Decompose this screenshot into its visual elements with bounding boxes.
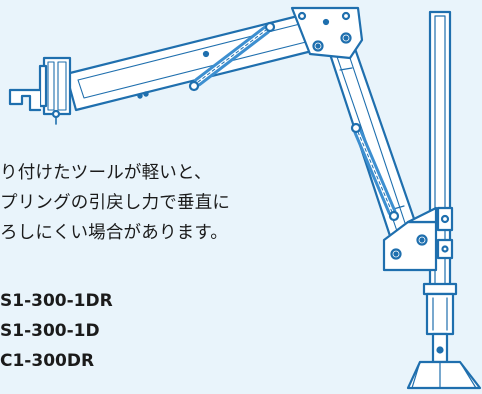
elbow-plate xyxy=(290,6,364,60)
model-list: S1-300-1DR S1-300-1D C1-300DR xyxy=(0,286,113,376)
note-line: プリングの引戻し力で垂直に xyxy=(0,193,231,213)
upper-spring xyxy=(188,21,276,92)
tool-end-gripper xyxy=(8,56,72,125)
upper-arm xyxy=(64,12,318,112)
lower-spring xyxy=(350,122,400,222)
model-number: C1-300DR xyxy=(0,351,95,371)
column-mount xyxy=(382,206,454,272)
note-line: り付けたツールが軽いと、 xyxy=(0,163,212,183)
lower-arm xyxy=(324,38,422,244)
model-number: S1-300-1DR xyxy=(0,291,113,311)
caution-note: り付けたツールが軽いと、 プリングの引戻し力で垂直に ろしにくい場合があります。 xyxy=(0,158,230,248)
note-line: ろしにくい場合があります。 xyxy=(0,223,228,243)
support-column xyxy=(406,10,482,390)
model-number: S1-300-1D xyxy=(0,321,100,341)
